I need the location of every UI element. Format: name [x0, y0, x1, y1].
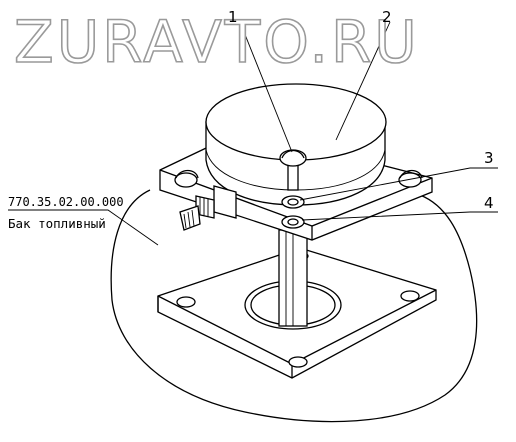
- part-number: 770.35.02.00.000: [8, 195, 124, 209]
- part-name: Бак топливный: [8, 216, 106, 231]
- leader-line-2: [335, 21, 391, 141]
- leader-line-3: [299, 167, 498, 201]
- watermark-text: ZURAVTO.RU: [14, 8, 420, 76]
- leader-line-1: [239, 21, 293, 153]
- seal-ring-part: [281, 215, 305, 229]
- screw-part: [279, 149, 307, 191]
- callout-number-2: 2: [382, 8, 392, 26]
- leader-line-4: [301, 211, 498, 221]
- callout-number-1: 1: [228, 8, 238, 26]
- electrical-connector: [179, 185, 237, 231]
- washer-part: [281, 195, 305, 209]
- callout-number-4: 4: [484, 194, 494, 212]
- stem-tube: [278, 229, 308, 327]
- leader-line-part: [8, 209, 159, 246]
- callout-number-3: 3: [484, 149, 494, 167]
- fuel-tank-outline: [110, 189, 478, 423]
